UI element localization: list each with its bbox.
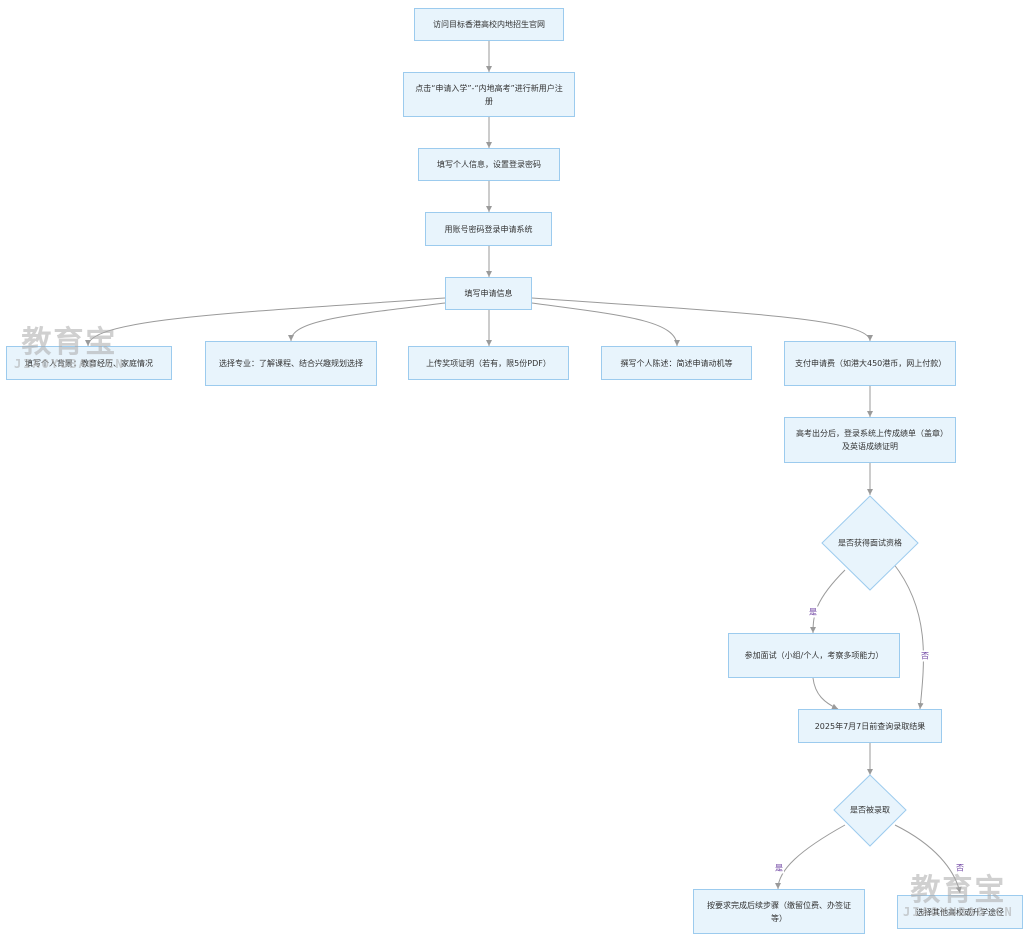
node-pay-fee: 支付申请费（如港大450港币，网上付款） xyxy=(784,341,956,386)
edge-label-admitted-no: 否 xyxy=(955,862,965,874)
node-upload-scores: 高考出分后，登录系统上传成绩单（盖章）及英语成绩证明 xyxy=(784,417,956,463)
edge-label-interview-no: 否 xyxy=(920,650,930,662)
node-attend-interview: 参加面试（小组/个人，考察多项能力） xyxy=(728,633,900,678)
node-login: 用账号密码登录申请系统 xyxy=(425,212,552,246)
node-upload-awards: 上传奖项证明（若有，限5份PDF） xyxy=(408,346,569,380)
edge-interview-yes xyxy=(810,569,846,634)
edge-label-admitted-yes: 是 xyxy=(774,862,784,874)
decision-admitted-label: 是否被录取 xyxy=(850,805,890,815)
node-personal-info: 填写个人信息，设置登录密码 xyxy=(418,148,560,181)
edge-fill-to-statement xyxy=(531,302,680,347)
decision-interview-label: 是否获得面试资格 xyxy=(838,538,902,548)
decision-admitted-shape xyxy=(833,774,907,847)
edge-attend-to-result xyxy=(812,677,839,710)
node-follow-up: 按要求完成后续步骤（缴留位费、办签证等） xyxy=(693,889,865,934)
decision-interview-shape xyxy=(821,495,919,591)
edge-admitted-yes xyxy=(775,824,846,890)
edge-fill-to-major xyxy=(288,302,446,342)
edge-admitted-no xyxy=(894,824,962,894)
node-check-result: 2025年7月7日前查询录取结果 xyxy=(798,709,942,743)
node-background: 填写个人背景：教育经历、家庭情况 xyxy=(6,346,172,380)
edge-fill-to-fee xyxy=(531,297,873,342)
edge-interview-no xyxy=(892,562,924,710)
node-visit-site: 访问目标香港高校内地招生官网 xyxy=(414,8,564,41)
node-choose-major: 选择专业：了解课程、结合兴趣规划选择 xyxy=(205,341,377,386)
node-other-options: 选择其他高校或升学途径 xyxy=(897,895,1023,929)
edge-fill-to-background xyxy=(85,297,446,347)
edge-label-interview-yes: 是 xyxy=(808,606,818,618)
node-register: 点击“申请入学”-“内地高考”进行新用户注册 xyxy=(403,72,575,117)
node-fill-application: 填写申请信息 xyxy=(445,277,532,310)
node-personal-statement: 撰写个人陈述：简述申请动机等 xyxy=(601,346,752,380)
